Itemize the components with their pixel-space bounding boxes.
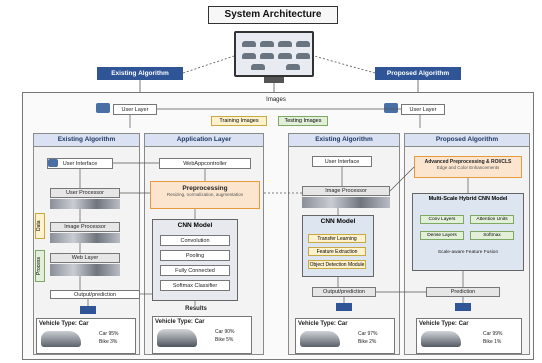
cnn-item: Transfer Learning (308, 234, 366, 243)
right-image-processor: Image Processor (302, 186, 390, 196)
hybrid-cnn-title: Multi-Scale Hybrid CNN Model (428, 196, 508, 202)
existing-algorithm-tag: Existing Algorithm (97, 67, 183, 80)
left-result-card: Vehicle Type: Car Car 95% Bike 3% (36, 318, 136, 354)
training-images-label: Training Images (211, 116, 267, 126)
image-processor: Image Processor (50, 222, 120, 232)
top-connectors (139, 55, 419, 97)
result-line-1: Car 99% (483, 331, 503, 337)
result-line-1: Car 97% (358, 331, 378, 337)
right-existing-header: Existing Algorithm (289, 134, 399, 147)
car-thumb-icon (278, 41, 292, 47)
result-vehicle-type: Vehicle Type: Car (39, 321, 89, 327)
database-icon (455, 303, 471, 311)
left-existing-header: Existing Algorithm (34, 134, 139, 147)
cnn-layer: Fully Connected (160, 265, 230, 276)
web-layer: Web Layer (50, 253, 120, 263)
user-icon (384, 103, 398, 113)
hybrid-box: Dense Layers (420, 231, 464, 240)
testing-images-label: Testing Images (278, 116, 328, 126)
car-image (421, 331, 461, 347)
mid-result-card: Vehicle Type: Car Car 90% Bike 5% (152, 316, 252, 354)
car-thumb-icon (251, 64, 265, 70)
preprocessing-box: Preprocessing Resizing, normalization, a… (150, 181, 260, 209)
advanced-preprocessing-subtitle: Edge and Color Enhancements (436, 165, 500, 170)
proposed-algorithm-tag: Proposed Algorithm (375, 67, 461, 80)
car-image (41, 331, 81, 347)
images-label: Images (266, 97, 286, 103)
left-output: Output/prediction (50, 290, 140, 299)
right-user-interface: User Interface (312, 156, 372, 167)
car-image (157, 329, 197, 347)
cnn-model-title: CNN Model (177, 222, 213, 229)
cnn-item: Feature Extraction (308, 247, 366, 256)
car-thumb-icon (296, 53, 310, 59)
right-result-card-1: Vehicle Type: Car Car 97% Bike 2% (295, 318, 395, 354)
user-layer-connectors (129, 108, 421, 128)
right-result-card-2: Vehicle Type: Car Car 99% Bike 1% (416, 318, 522, 354)
image-processor-strip (50, 233, 120, 243)
result-line-2: Bike 5% (215, 337, 234, 343)
cnn-item: Object Detection Module (308, 260, 366, 269)
result-line-1: Car 90% (215, 329, 235, 335)
processor-image-strip (50, 199, 120, 209)
car-thumb-icon (260, 53, 274, 59)
car-image (300, 331, 340, 347)
advanced-preprocessing-box: Advanced Preprocessing & ROI/CLS Edge an… (414, 156, 522, 178)
hybrid-box: Conv Layers (420, 215, 464, 224)
user-icon (96, 103, 110, 113)
web-app-controller: WebAppcontroller (159, 158, 251, 169)
right-proposed-header: Proposed Algorithm (405, 134, 529, 147)
right-processor-strip (302, 197, 390, 208)
interface-icon (48, 159, 58, 167)
hybrid-box: Attention Units (470, 215, 514, 224)
web-layer-strip (50, 264, 120, 276)
preprocessing-title: Preprocessing (182, 185, 228, 192)
user-processor: User Processor (50, 188, 120, 198)
result-vehicle-type: Vehicle Type: Car (419, 321, 469, 327)
diagram-title: System Architecture (208, 6, 338, 24)
car-thumb-icon (296, 41, 310, 47)
hybrid-subtitle: Scale-aware Feature Fusion (437, 250, 499, 255)
database-icon (80, 306, 96, 314)
user-layer-right: User Layer (401, 104, 445, 115)
user-layer-left: User Layer (113, 104, 157, 115)
result-line-2: Bike 2% (358, 339, 377, 345)
car-thumb-icon (278, 53, 292, 59)
result-line-2: Bike 1% (483, 339, 502, 345)
cnn-layer: Softmax Classifier (160, 280, 230, 291)
database-icon (336, 303, 352, 311)
right-output: Output/prediction (312, 287, 376, 297)
cnn-layer: Pooling (160, 250, 230, 261)
result-line-1: Car 95% (99, 331, 119, 337)
car-thumb-icon (286, 64, 300, 70)
right-cnn-title: CNN Model (320, 218, 356, 225)
car-thumb-icon (242, 41, 256, 47)
cnn-layer: Convolution (160, 235, 230, 246)
monitor-stand (264, 77, 284, 83)
advanced-preprocessing-title: Advanced Preprocessing & ROI/CLS (424, 159, 512, 165)
result-vehicle-type: Vehicle Type: Car (155, 319, 205, 325)
preprocessing-subtitle: Resizing, normalization, augmentation (166, 192, 244, 197)
prediction-box: Prediction (426, 287, 500, 297)
result-line-2: Bike 3% (99, 339, 118, 345)
car-thumb-icon (260, 41, 274, 47)
monitor-icon (234, 31, 314, 77)
results-label: Results (185, 306, 207, 312)
result-vehicle-type: Vehicle Type: Car (298, 321, 348, 327)
hybrid-box: Softmax (470, 231, 514, 240)
left-user-interface: User Interface (47, 158, 113, 169)
application-layer-header: Application Layer (145, 134, 263, 147)
car-thumb-icon (242, 53, 256, 59)
